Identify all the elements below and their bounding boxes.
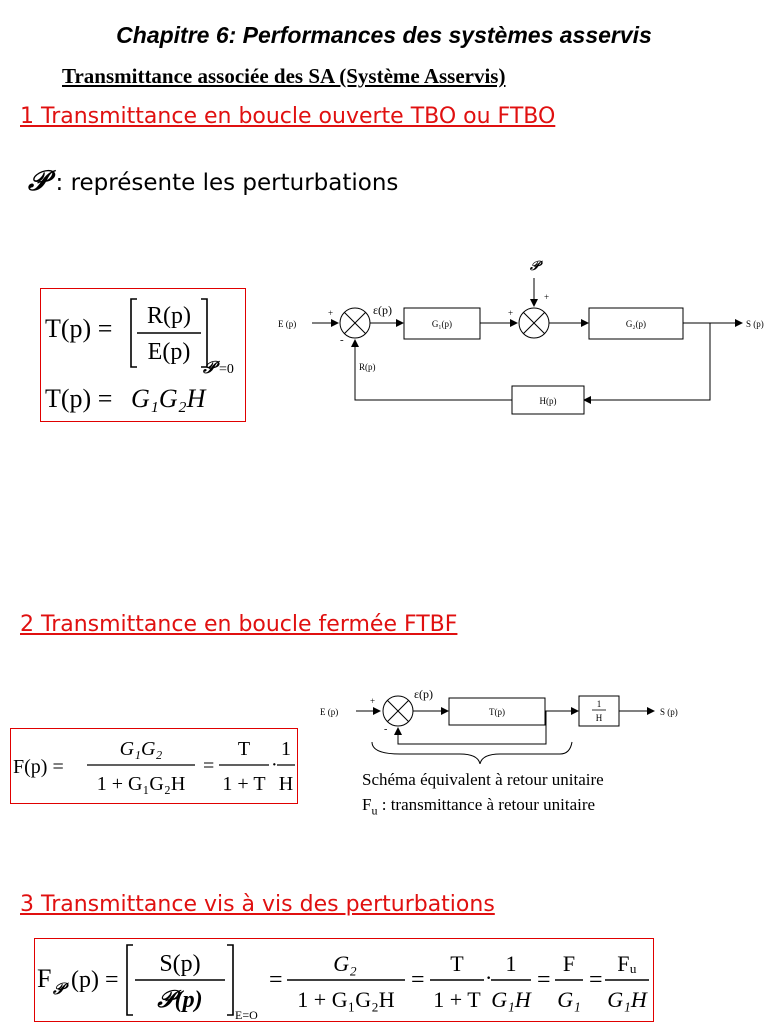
ftbf-formula: F(p) = G₁G₂ 1 + G₁G₂H = T 1 + T · 1 H [13,738,295,795]
tbo-line2-rhs: G₁G₂H [131,384,207,413]
tbo-lhs: T(p) = [45,314,112,343]
right-bracket [201,298,208,368]
fp-f5-num: Fᵤ [617,951,636,976]
left-bracket [130,298,137,368]
plus-sign-3: + [544,292,549,302]
ftbf-num1: G₁G₂ [120,738,163,760]
unit-feedback-block-diagram: E (p) + - ε(p) T(p) 1 H S (p) [320,687,678,764]
summing-junction-1 [339,307,371,339]
ftbf-dot: · [271,754,278,776]
tbo-formula-box: T(p) = R(p) E(p) 𝒫 =0 T(p) = G₁G₂H [40,288,246,422]
caption-f: F [362,795,372,814]
chapter-title: Chapitre 6: Performances des systèmes as… [116,22,652,48]
equivalent-scheme-caption: Schéma équivalent à retour unitaire [362,770,604,789]
grouping-brace [371,741,573,764]
perturbation-input-label: 𝒫 [529,258,543,273]
fp-f2-num: T [450,951,464,976]
fp-eq2: = [411,967,425,993]
input-label-2: E (p) [320,707,338,717]
plus-sign-2: + [508,308,513,318]
tbo-formula: T(p) = R(p) E(p) 𝒫 =0 T(p) = G₁G₂H [45,298,234,413]
minus-sign-2: - [384,724,387,735]
fp-f2-den: 1 + T [433,987,481,1012]
ftbf-den1: 1 + G₁G₂H [97,773,186,795]
caption-rest: : transmittance à retour unitaire [377,795,596,814]
fp-f1-num: G₂ [333,951,357,976]
unit-transmittance-caption: Fu : transmittance à retour unitaire [362,795,595,818]
minus-sign: - [340,334,344,346]
ftbf-formula-box: F(p) = G₁G₂ 1 + G₁G₂H = T 1 + T · 1 H [10,728,298,804]
summing-junction-3 [382,695,414,727]
perturbation-formula: F 𝒫 (p) = S(p) 𝒫(p) E=O = G₂ 1 + G₁G₂H =… [37,944,649,1022]
block-inverse-h-den: H [596,713,603,723]
fp-dot: · [485,965,492,990]
fp-eq1: = [269,967,283,993]
fp-eq3: = [537,967,551,993]
fp-eq4: = [589,967,603,993]
condition-symbol: 𝒫 [202,358,220,377]
plus-sign-4: + [370,696,375,706]
block-t-label: T(p) [489,707,505,717]
subtitle: Transmittance associée des SA (Système A… [62,64,506,88]
perturbation-symbol: 𝒫 [28,164,49,197]
open-loop-block-diagram: E (p) + - ε(p) G₁(p) + 𝒫 + G₂(p) S (p) H… [278,258,764,415]
block-g2-label: G₂(p) [626,319,646,329]
fp-lhs-arg: (p) = [71,967,119,993]
fp-f3-num: 1 [506,951,517,976]
condition-value: =0 [219,362,234,377]
fp-f4-num: F [563,951,575,976]
caption-sub: u [371,803,378,818]
fp-f1-den: 1 + G₁G₂H [297,987,395,1012]
ftbf-num2: T [238,738,250,760]
ftbf-den3: H [279,773,293,795]
perturbation-formula-box: F 𝒫 (p) = S(p) 𝒫(p) E=O = G₂ 1 + G₁G₂H =… [34,938,654,1022]
error-label-2: ε(p) [414,687,433,701]
block-g2 [588,307,684,340]
fp-lhs-sub: 𝒫 [52,981,69,998]
perturbation-text: : représente les perturbations [55,170,399,196]
summing-junction-2 [518,307,550,339]
perturbation-definition: 𝒫 : représente les perturbations [28,164,398,198]
fp-f5-den: G₁H [607,987,648,1012]
ftbf-lhs: F(p) = [13,756,64,778]
tbo-denominator: E(p) [148,339,191,365]
output-label-2: S (p) [660,707,678,717]
block-t [448,697,546,726]
section2-title: 2 Transmittance en boucle fermée FTBF [20,612,458,637]
section1-title: 1 Transmittance en boucle ouverte TBO ou… [20,104,556,129]
block-inverse-h-num: 1 [597,699,602,709]
error-label: ε(p) [373,303,392,317]
section3-title: 3 Transmittance vis à vis des perturbati… [20,892,495,917]
block-g1-label: G₁(p) [432,319,452,329]
fp-numerator: S(p) [159,951,200,977]
fp-f4-den: G₁ [557,987,581,1012]
plus-sign: + [328,308,333,318]
input-label: E (p) [278,319,296,329]
tbo-line2-lhs: T(p) = [45,384,112,413]
ftbf-den2: 1 + T [222,773,265,795]
block-h-label: H(p) [540,396,557,406]
feedback-signal-label: R(p) [359,362,376,372]
fp-condition: E=O [235,1008,258,1021]
ftbf-num3: 1 [281,738,291,760]
output-label: S (p) [746,319,764,329]
block-inverse-h [578,695,620,727]
block-g1 [403,307,481,340]
fp-denominator: 𝒫(p) [156,987,202,1013]
ftbf-eq: = [203,755,214,777]
tbo-numerator: R(p) [147,303,191,329]
fp-lhs-f: F [37,964,51,993]
fp-f3-den: G₁H [491,987,532,1012]
